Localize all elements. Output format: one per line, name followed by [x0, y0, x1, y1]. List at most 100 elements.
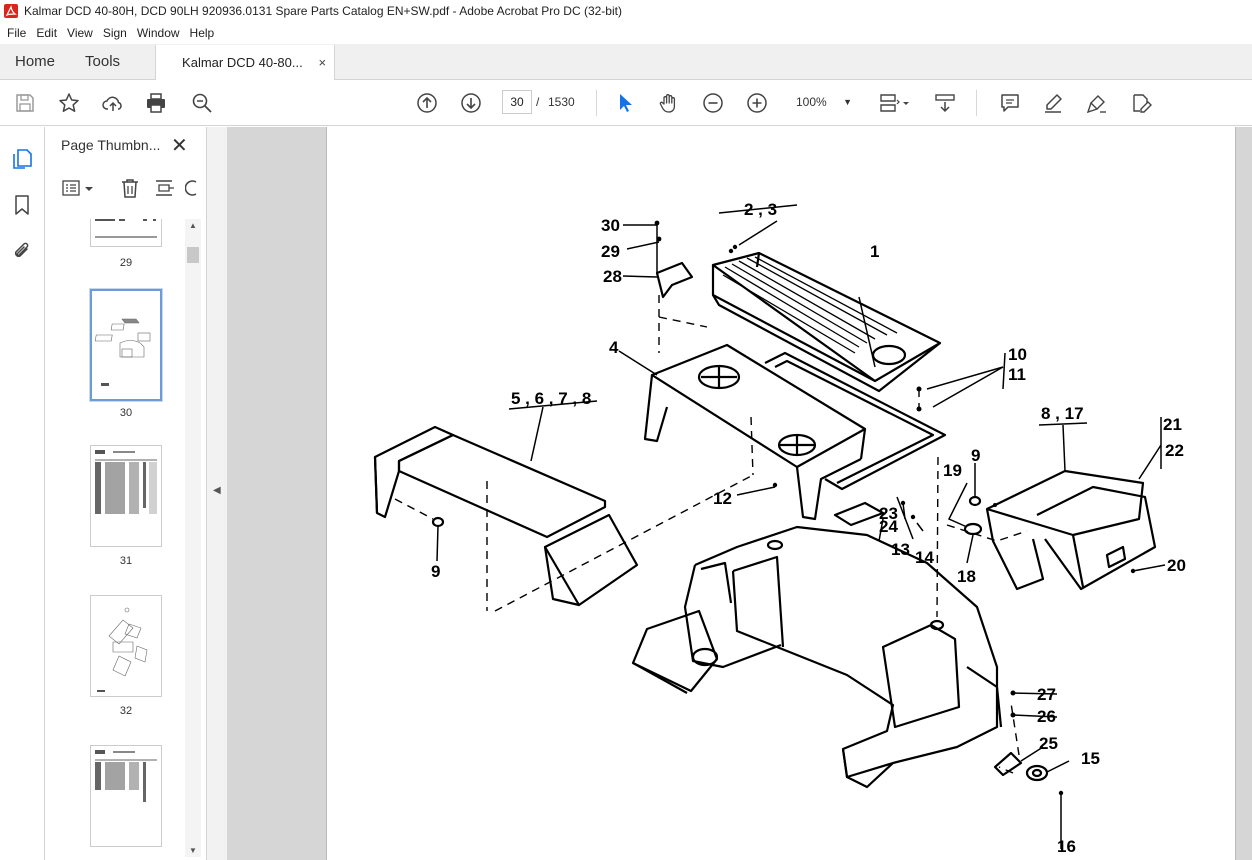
sign-pen-icon[interactable]: [1085, 91, 1109, 115]
callout-2-3: 2 , 3: [744, 200, 777, 219]
cloud-upload-icon[interactable]: [101, 91, 125, 115]
rotate-icon[interactable]: [185, 177, 199, 199]
toolbar-divider: [976, 90, 977, 116]
callout-25: 25: [1039, 734, 1058, 753]
page-separator: /: [536, 95, 540, 109]
window-title: Kalmar DCD 40-80H, DCD 90LH 920936.0131 …: [24, 4, 622, 18]
pages-icon[interactable]: [11, 148, 35, 172]
callout-4: 4: [609, 338, 619, 357]
thumbnail-list: 29 30: [45, 219, 185, 857]
chevron-down-icon: ▼: [843, 97, 852, 107]
zoom-level-select[interactable]: 100% ▼: [790, 90, 856, 114]
page-fit-icon[interactable]: [877, 91, 901, 115]
document-viewport[interactable]: 30 29 28 2 , 3 1 4 10 11 5 , 6 , 7 , 8 8…: [227, 127, 1252, 860]
callout-8-17: 8 , 17: [1041, 404, 1084, 423]
zoom-out-icon[interactable]: [701, 91, 725, 115]
callout-19: 19: [943, 461, 962, 480]
callout-26: 26: [1037, 707, 1056, 726]
zoom-level-value: 100%: [796, 95, 827, 109]
scrolling-mode-icon[interactable]: [933, 91, 957, 115]
thumbnail-scrollbar[interactable]: ▲ ▼: [185, 219, 201, 857]
menu-view[interactable]: View: [67, 26, 93, 40]
thumbnail-preview: [97, 607, 148, 692]
callout-13: 13: [891, 540, 910, 559]
acrobat-icon: [4, 4, 18, 18]
callout-22: 22: [1165, 441, 1184, 460]
attachment-icon[interactable]: [11, 240, 35, 264]
thumbnail-preview: [95, 450, 157, 514]
zoom-in-icon[interactable]: [745, 91, 769, 115]
title-bar: Kalmar DCD 40-80H, DCD 90LH 920936.0131 …: [0, 0, 1252, 22]
page-total: 1530: [548, 95, 575, 109]
edit-pdf-icon[interactable]: [1129, 91, 1153, 115]
callout-5-6-7-8: 5 , 6 , 7 , 8: [511, 389, 591, 408]
page-thumbnail-selected[interactable]: [89, 288, 163, 402]
star-icon[interactable]: [57, 91, 81, 115]
hand-tool-icon[interactable]: [657, 91, 681, 115]
menu-window[interactable]: Window: [136, 26, 180, 40]
extract-pages-icon[interactable]: [153, 177, 175, 199]
highlight-pen-icon[interactable]: [1041, 91, 1065, 115]
menu-help[interactable]: Help: [189, 26, 215, 40]
pdf-page: 30 29 28 2 , 3 1 4 10 11 5 , 6 , 7 , 8 8…: [326, 127, 1236, 860]
tab-document[interactable]: Kalmar DCD 40-80... ×: [155, 45, 336, 80]
thumbnail-label: 31: [119, 555, 133, 567]
menu-bar: File Edit View Sign Window Help: [0, 22, 1252, 44]
select-cursor-icon[interactable]: [613, 91, 637, 115]
page-thumbnail[interactable]: [90, 745, 162, 847]
toolbar-divider: [596, 90, 597, 116]
thumbnail-label: 30: [119, 407, 133, 419]
close-panel-icon[interactable]: ✕: [171, 135, 188, 157]
thumbnail-preview: [95, 219, 157, 238]
callout-10: 10: [1008, 345, 1027, 364]
tab-home[interactable]: Home: [15, 53, 56, 70]
next-page-icon[interactable]: [459, 91, 483, 115]
collapse-panel-icon[interactable]: ◀: [213, 485, 221, 496]
thumbnail-label: 32: [119, 705, 133, 717]
callout-16: 16: [1057, 837, 1076, 856]
panel-title: Page Thumbn...: [61, 137, 161, 153]
callout-21: 21: [1163, 415, 1182, 434]
tab-tools[interactable]: Tools: [85, 53, 121, 70]
page-number-input[interactable]: 30: [502, 90, 532, 114]
save-icon[interactable]: [13, 91, 37, 115]
menu-file[interactable]: File: [7, 26, 27, 40]
scroll-down-icon[interactable]: ▼: [189, 846, 197, 855]
options-menu-icon[interactable]: [61, 177, 83, 199]
callout-18: 18: [957, 567, 976, 586]
callout-9-right: 9: [971, 446, 980, 465]
menu-edit[interactable]: Edit: [36, 26, 58, 40]
callout-24: 24: [879, 517, 898, 536]
menu-sign[interactable]: Sign: [102, 26, 127, 40]
callout-11: 11: [1008, 365, 1026, 384]
callout-15: 15: [1081, 749, 1100, 768]
page-thumbnail[interactable]: [90, 445, 162, 547]
close-tab-icon[interactable]: ×: [318, 55, 327, 70]
thumbnail-preview: [95, 750, 157, 802]
callout-30: 30: [601, 216, 620, 235]
callout-27: 27: [1037, 685, 1056, 704]
tab-bar: Home Tools Kalmar DCD 40-80... ×: [0, 44, 1252, 80]
page-thumbnails-panel: Page Thumbn... ✕ 29: [45, 127, 207, 860]
panel-splitter[interactable]: ◀: [207, 127, 227, 860]
exploded-parts-drawing: 30 29 28 2 , 3 1 4 10 11 5 , 6 , 7 , 8 8…: [373, 200, 1186, 856]
callout-28: 28: [603, 267, 622, 286]
previous-page-icon[interactable]: [415, 91, 439, 115]
options-chevron-icon[interactable]: [83, 177, 95, 199]
scroll-up-icon[interactable]: ▲: [189, 221, 197, 230]
zoom-search-icon[interactable]: [190, 91, 214, 115]
panel-toolbar: [45, 171, 207, 207]
delete-icon[interactable]: [119, 177, 141, 199]
tab-document-label: Kalmar DCD 40-80...: [182, 55, 303, 70]
callout-1: 1: [870, 242, 879, 261]
thumbnail-label: 29: [119, 257, 133, 269]
page-thumbnail[interactable]: [90, 219, 162, 247]
page-thumbnail[interactable]: [90, 595, 162, 697]
page-fit-chevron-icon[interactable]: [901, 91, 911, 115]
left-rail: [0, 127, 45, 860]
bookmark-icon[interactable]: [11, 194, 35, 218]
callout-29: 29: [601, 242, 620, 261]
comment-icon[interactable]: [998, 91, 1022, 115]
scrollbar-thumb[interactable]: [187, 247, 199, 263]
print-icon[interactable]: [144, 91, 168, 115]
